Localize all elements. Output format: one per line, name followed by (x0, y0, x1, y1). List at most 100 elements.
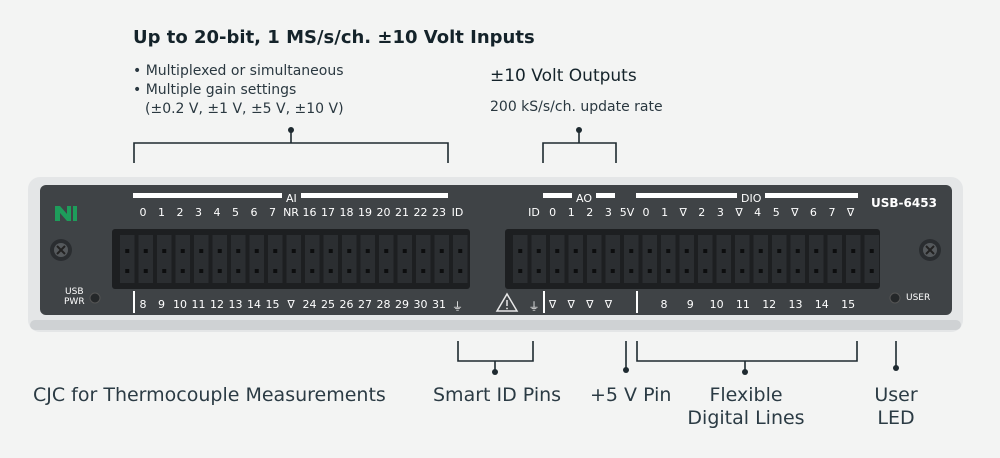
terminal-hole (814, 249, 819, 253)
terminal-slot (231, 235, 246, 283)
pin-label: 11 (735, 298, 750, 311)
terminal-hole (592, 249, 597, 253)
pin-label: 20 (376, 206, 391, 219)
pin-label: 12 (762, 298, 777, 311)
terminal-slot (642, 235, 657, 283)
pin-label: 3 (195, 206, 202, 219)
terminal-hole (795, 269, 800, 273)
pin-label: 16 (302, 206, 317, 219)
pin-label: 2 (586, 206, 594, 219)
pin-label: 21 (395, 206, 409, 219)
bullet-gain: • Multiple gain settings (133, 82, 297, 98)
terminal-hole (328, 249, 333, 253)
pin-label: ⏚ (528, 300, 540, 313)
terminal-slot (397, 235, 412, 283)
pin-label: 30 (413, 298, 428, 311)
terminal-slot (249, 235, 264, 283)
terminal-slot (175, 235, 190, 283)
terminal-slot (434, 235, 449, 283)
pin-label: ∇ (679, 206, 687, 219)
pin-label: 13 (228, 298, 243, 311)
usb-pwr-led (89, 292, 101, 304)
terminal-hole (832, 249, 837, 253)
ai-label: AI (282, 192, 301, 205)
terminal-slot (550, 235, 565, 283)
pin-label: 22 (413, 206, 428, 219)
terminal-hole (254, 249, 259, 253)
pin-label: 2 (698, 206, 706, 219)
dio-bracket (636, 341, 858, 371)
pin-label: ID (528, 206, 540, 219)
terminal-slot (716, 235, 731, 283)
terminal-hole (125, 249, 130, 253)
terminal-hole (610, 269, 615, 273)
terminal-slot (753, 235, 768, 283)
terminal-hole (869, 249, 874, 253)
pin-label: 5V (619, 206, 635, 219)
pin-label: 0 (642, 206, 650, 219)
terminal-hole (421, 269, 426, 273)
terminal-hole (721, 269, 726, 273)
terminal-hole (236, 269, 241, 273)
pin-label: 27 (358, 298, 372, 311)
terminal-hole (458, 269, 463, 273)
terminal-hole (518, 249, 523, 253)
pin-label: 3 (716, 206, 724, 219)
terminal-hole (758, 249, 763, 253)
terminal-slot (587, 235, 602, 283)
pin-label: NR (283, 206, 299, 219)
terminal-slot (342, 235, 357, 283)
pin-label: 1 (158, 206, 165, 219)
terminal-hole (143, 269, 148, 273)
terminal-slot (268, 235, 283, 283)
terminal-hole (273, 249, 278, 253)
terminal-slot (679, 235, 694, 283)
terminal-hole (666, 249, 671, 253)
pin-label: ID (451, 206, 464, 219)
terminal-hole (814, 269, 819, 273)
terminal-hole (795, 249, 800, 253)
terminal-hole (180, 249, 185, 253)
terminal-slot (846, 235, 861, 283)
terminal-slot (531, 235, 546, 283)
pin-label: 31 (432, 298, 446, 311)
terminal-hole (458, 249, 463, 253)
pin-label: 8 (660, 298, 668, 311)
terminal-slot (513, 235, 528, 283)
pin-label: 3 (604, 206, 612, 219)
pin-label: 18 (339, 206, 354, 219)
dio-label: DIO (737, 192, 766, 205)
pin-label: 10 (709, 298, 724, 311)
pin-label: ⏚ (452, 300, 463, 313)
terminal-hole (365, 269, 370, 273)
terminal-slot (305, 235, 320, 283)
pin-label: 9 (686, 298, 694, 311)
terminal-slot (120, 235, 135, 283)
terminal-slot (323, 235, 338, 283)
terminal-hole (365, 249, 370, 253)
terminal-hole (217, 269, 222, 273)
inputs-bullets: • Multiplexed or simultaneous • Multiple… (133, 62, 344, 119)
screw-left (50, 239, 72, 261)
pin-label: 1 (567, 206, 575, 219)
terminal-hole (777, 269, 782, 273)
terminal-hole (439, 249, 444, 253)
pin-label: 15 (265, 298, 280, 311)
smart-id-bracket (457, 341, 534, 371)
ni-logo (55, 206, 77, 221)
user-label: USER (906, 293, 931, 303)
user-led (889, 292, 901, 304)
pin-label: 15 (841, 298, 856, 311)
terminal-hole (740, 269, 745, 273)
outputs-heading: ±10 Volt Outputs (490, 66, 637, 86)
pin-label: 13 (788, 298, 803, 311)
pin-label: 11 (191, 298, 206, 311)
terminal-hole (573, 269, 578, 273)
connector-right (505, 229, 880, 289)
pin-label: 25 (321, 298, 335, 311)
pin-label: 5 (232, 206, 239, 219)
pin-label: ∇ (567, 298, 575, 311)
terminal-slot (624, 235, 639, 283)
